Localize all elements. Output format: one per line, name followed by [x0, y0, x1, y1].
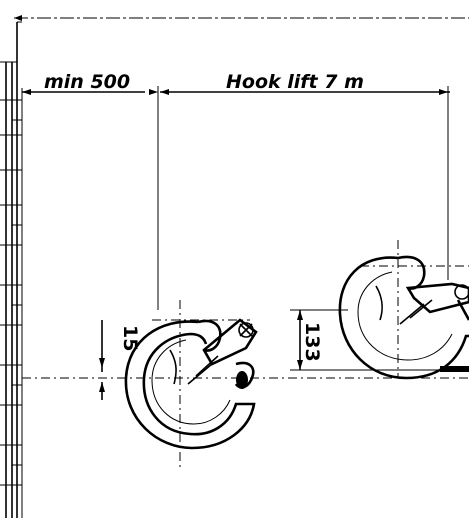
left-offset-dimension: [99, 320, 105, 400]
horizontal-dimension-line: [22, 86, 450, 310]
right-hook: [338, 240, 469, 380]
rail-segment-marks: [0, 99, 22, 486]
hook-offset-right-label: 133: [301, 322, 323, 362]
min-distance-label: min 500: [44, 71, 130, 93]
wall-rail-structure: [0, 21, 23, 518]
top-reference-line: [14, 15, 469, 21]
left-hook: [124, 300, 258, 470]
hook-lift-label: Hook lift 7 m: [226, 71, 364, 93]
hook-offset-left-label: 15: [119, 325, 141, 351]
right-offset-dimension: [290, 309, 348, 370]
